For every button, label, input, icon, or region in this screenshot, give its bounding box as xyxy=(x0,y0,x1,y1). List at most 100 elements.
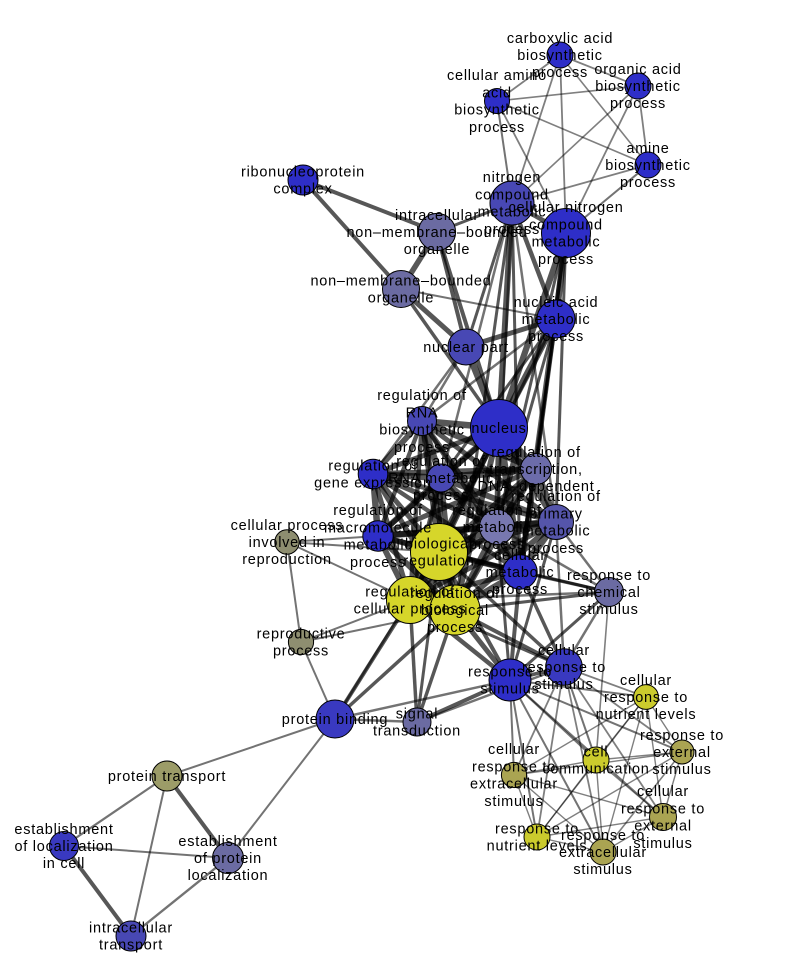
svg-text:metabolic: metabolic xyxy=(522,524,591,540)
svg-text:stimulus: stimulus xyxy=(573,862,632,878)
svg-text:regulation of: regulation of xyxy=(365,584,455,600)
svg-text:metabolic: metabolic xyxy=(344,538,413,554)
svg-text:of localization: of localization xyxy=(14,839,113,855)
svg-text:cellular nitrogen: cellular nitrogen xyxy=(508,200,623,216)
svg-text:cellular: cellular xyxy=(620,673,672,689)
svg-text:process: process xyxy=(394,440,450,456)
svg-text:acid: acid xyxy=(482,85,512,101)
svg-text:process: process xyxy=(492,582,548,598)
svg-text:non–membrane–bounded: non–membrane–bounded xyxy=(346,225,527,241)
svg-text:biosynthetic: biosynthetic xyxy=(605,158,691,174)
svg-text:organelle: organelle xyxy=(368,291,434,307)
svg-text:cellular: cellular xyxy=(494,548,546,564)
svg-text:biological: biological xyxy=(421,603,489,619)
svg-text:regulation of: regulation of xyxy=(410,586,500,602)
svg-text:metabolic: metabolic xyxy=(478,205,547,221)
svg-text:process: process xyxy=(350,555,406,571)
svg-text:nucleic acid: nucleic acid xyxy=(514,295,599,311)
svg-text:gene expression: gene expression xyxy=(314,476,432,492)
svg-text:response to: response to xyxy=(604,690,688,706)
svg-text:metabolic: metabolic xyxy=(532,235,601,251)
svg-text:process: process xyxy=(610,96,666,112)
svg-text:external: external xyxy=(634,819,692,835)
svg-text:intracellular: intracellular xyxy=(89,920,173,936)
svg-text:transduction: transduction xyxy=(373,724,461,740)
svg-text:compound: compound xyxy=(529,217,603,233)
svg-text:process: process xyxy=(469,120,525,136)
svg-text:response to: response to xyxy=(561,828,645,844)
svg-text:communication: communication xyxy=(542,762,649,778)
svg-text:process: process xyxy=(484,222,540,238)
svg-text:process: process xyxy=(620,175,676,191)
svg-text:process: process xyxy=(427,620,483,636)
svg-text:involved in: involved in xyxy=(249,535,326,551)
svg-text:signal: signal xyxy=(396,706,438,722)
svg-text:amine: amine xyxy=(626,141,669,157)
svg-text:compound: compound xyxy=(475,187,549,203)
svg-text:regulation of: regulation of xyxy=(333,503,423,519)
svg-text:reproductive: reproductive xyxy=(257,626,346,642)
svg-text:response to: response to xyxy=(468,664,552,680)
svg-text:metabolic: metabolic xyxy=(463,520,532,536)
svg-text:establishment: establishment xyxy=(178,834,277,850)
svg-text:cellular: cellular xyxy=(488,742,540,758)
svg-text:nutrient levels: nutrient levels xyxy=(487,839,588,855)
svg-text:nuclear part: nuclear part xyxy=(423,340,509,356)
svg-text:non–membrane–bounded: non–membrane–bounded xyxy=(310,273,491,289)
svg-text:nucleus: nucleus xyxy=(471,421,526,437)
svg-text:biosynthetic: biosynthetic xyxy=(595,79,681,95)
svg-text:organic acid: organic acid xyxy=(594,62,681,78)
svg-text:process: process xyxy=(528,541,584,557)
svg-text:process: process xyxy=(538,252,594,268)
svg-text:regulation of: regulation of xyxy=(377,388,467,404)
svg-text:process: process xyxy=(469,537,525,553)
svg-text:regulation of: regulation of xyxy=(328,458,418,474)
svg-text:external: external xyxy=(653,745,711,761)
svg-text:cell: cell xyxy=(584,744,609,760)
svg-text:stimulus: stimulus xyxy=(579,602,638,618)
svg-text:regulation of: regulation of xyxy=(396,454,486,470)
svg-text:process: process xyxy=(532,65,588,81)
svg-text:regulation of: regulation of xyxy=(511,489,601,505)
svg-text:response to: response to xyxy=(567,568,651,584)
svg-text:nutrient levels: nutrient levels xyxy=(596,707,697,723)
svg-text:response to: response to xyxy=(640,728,724,744)
svg-text:process: process xyxy=(413,488,469,504)
svg-text:response to: response to xyxy=(522,660,606,676)
svg-text:chemical: chemical xyxy=(577,585,640,601)
svg-text:RNA: RNA xyxy=(406,405,439,421)
svg-text:regulation of: regulation of xyxy=(491,445,581,461)
svg-text:regulation of: regulation of xyxy=(452,503,542,519)
svg-text:stimulus: stimulus xyxy=(652,762,711,778)
svg-text:stimulus: stimulus xyxy=(633,836,692,852)
svg-text:transcription,: transcription, xyxy=(489,462,583,478)
svg-text:cellular: cellular xyxy=(538,643,590,659)
svg-text:response to: response to xyxy=(495,821,579,837)
svg-text:DNA–dependent: DNA–dependent xyxy=(478,479,595,495)
svg-text:process: process xyxy=(528,329,584,345)
svg-text:stimulus: stimulus xyxy=(534,677,593,693)
svg-text:transport: transport xyxy=(99,938,163,954)
svg-text:carboxylic acid: carboxylic acid xyxy=(507,31,613,47)
svg-text:primary: primary xyxy=(529,506,583,522)
svg-text:response to: response to xyxy=(621,801,705,817)
svg-text:metabolic: metabolic xyxy=(522,312,591,328)
svg-text:protein binding: protein binding xyxy=(282,712,388,728)
svg-text:reproduction: reproduction xyxy=(242,552,332,568)
svg-text:response to: response to xyxy=(472,759,556,775)
svg-text:protein transport: protein transport xyxy=(108,769,226,785)
svg-text:complex: complex xyxy=(273,182,332,198)
svg-text:establishment: establishment xyxy=(14,822,113,838)
svg-text:cellular process: cellular process xyxy=(231,518,344,534)
svg-text:stimulus: stimulus xyxy=(480,682,539,698)
svg-text:regulation: regulation xyxy=(403,554,474,570)
svg-text:extracellular: extracellular xyxy=(470,777,558,793)
svg-text:organelle: organelle xyxy=(404,242,470,258)
svg-text:biosynthetic: biosynthetic xyxy=(517,48,603,64)
svg-text:nitrogen: nitrogen xyxy=(483,170,541,186)
svg-text:cellular amino: cellular amino xyxy=(447,68,547,84)
svg-text:stimulus: stimulus xyxy=(484,794,543,810)
svg-text:cellular: cellular xyxy=(637,784,689,800)
svg-text:metabolic: metabolic xyxy=(486,565,555,581)
svg-text:ribonucleoprotein: ribonucleoprotein xyxy=(241,164,365,180)
